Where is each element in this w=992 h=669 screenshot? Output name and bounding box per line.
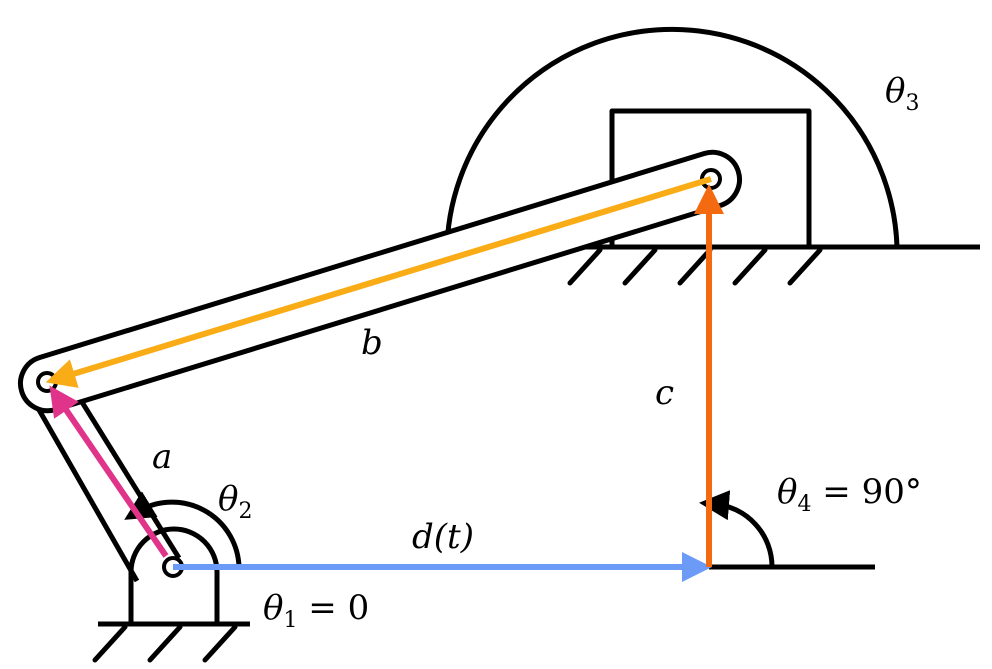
crank-ground [92,526,250,663]
theta3-angle-arc [431,26,900,277]
label-c: c [655,373,674,413]
theta4-angle-arc [699,490,775,568]
crank-ground-hatch [92,624,238,663]
vector-a [49,385,169,558]
label-a: a [152,437,172,477]
label-theta4: θ4 = 90° [777,472,922,517]
slider-ground [560,244,980,286]
label-b: b [361,323,383,363]
crank-link-a [28,372,182,583]
joint-a-b [36,371,58,393]
crank-pivot-support [128,526,220,624]
slider-ground-hatch [567,247,823,286]
label-d: d(t) [412,517,474,557]
theta2-angle-arc [124,491,242,568]
label-theta3: θ3 [885,71,919,116]
vector-b [45,176,712,388]
label-theta2: θ2 [218,479,252,524]
label-theta1: θ1 = 0 [263,588,369,633]
